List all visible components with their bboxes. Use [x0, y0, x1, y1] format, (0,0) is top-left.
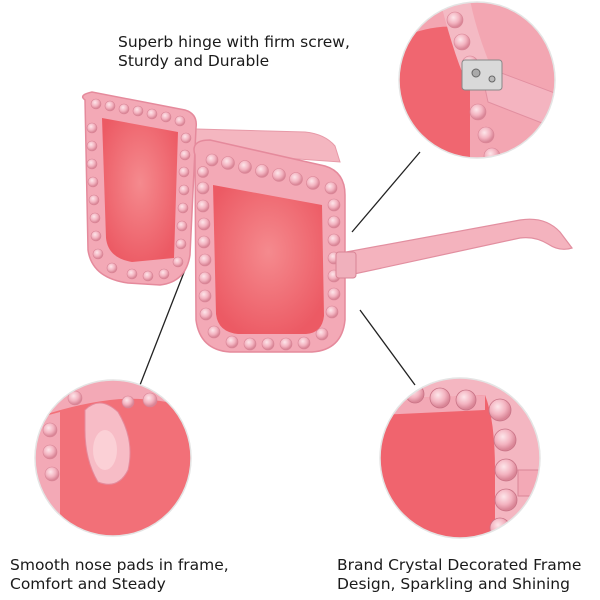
caption-nose-line2: Comfort and Steady [10, 575, 166, 594]
caption-crystal-line1: Brand Crystal Decorated Frame [337, 556, 582, 574]
caption-hinge: Superb hinge with firm screw, Sturdy and… [118, 33, 350, 72]
leader-line-nose [139, 261, 189, 386]
sunglasses-illustration [81, 91, 573, 353]
leader-line-crystal [359, 309, 416, 386]
nose-pad-closeup [35, 380, 191, 536]
leader-line-hinge [351, 151, 421, 233]
caption-nose-line1: Smooth nose pads in frame, [10, 556, 229, 574]
caption-crystal: Brand Crystal Decorated Frame Design, Sp… [337, 556, 581, 595]
crystal-closeup [380, 378, 540, 538]
caption-hinge-line1: Superb hinge with firm screw, [118, 33, 350, 51]
caption-nose-pads: Smooth nose pads in frame, Comfort and S… [10, 556, 229, 595]
caption-crystal-line2: Design, Sparkling and Shining [337, 575, 570, 594]
leader-lines [139, 151, 421, 386]
caption-hinge-line2: Sturdy and Durable [118, 52, 270, 71]
hinge-closeup [399, 2, 555, 158]
